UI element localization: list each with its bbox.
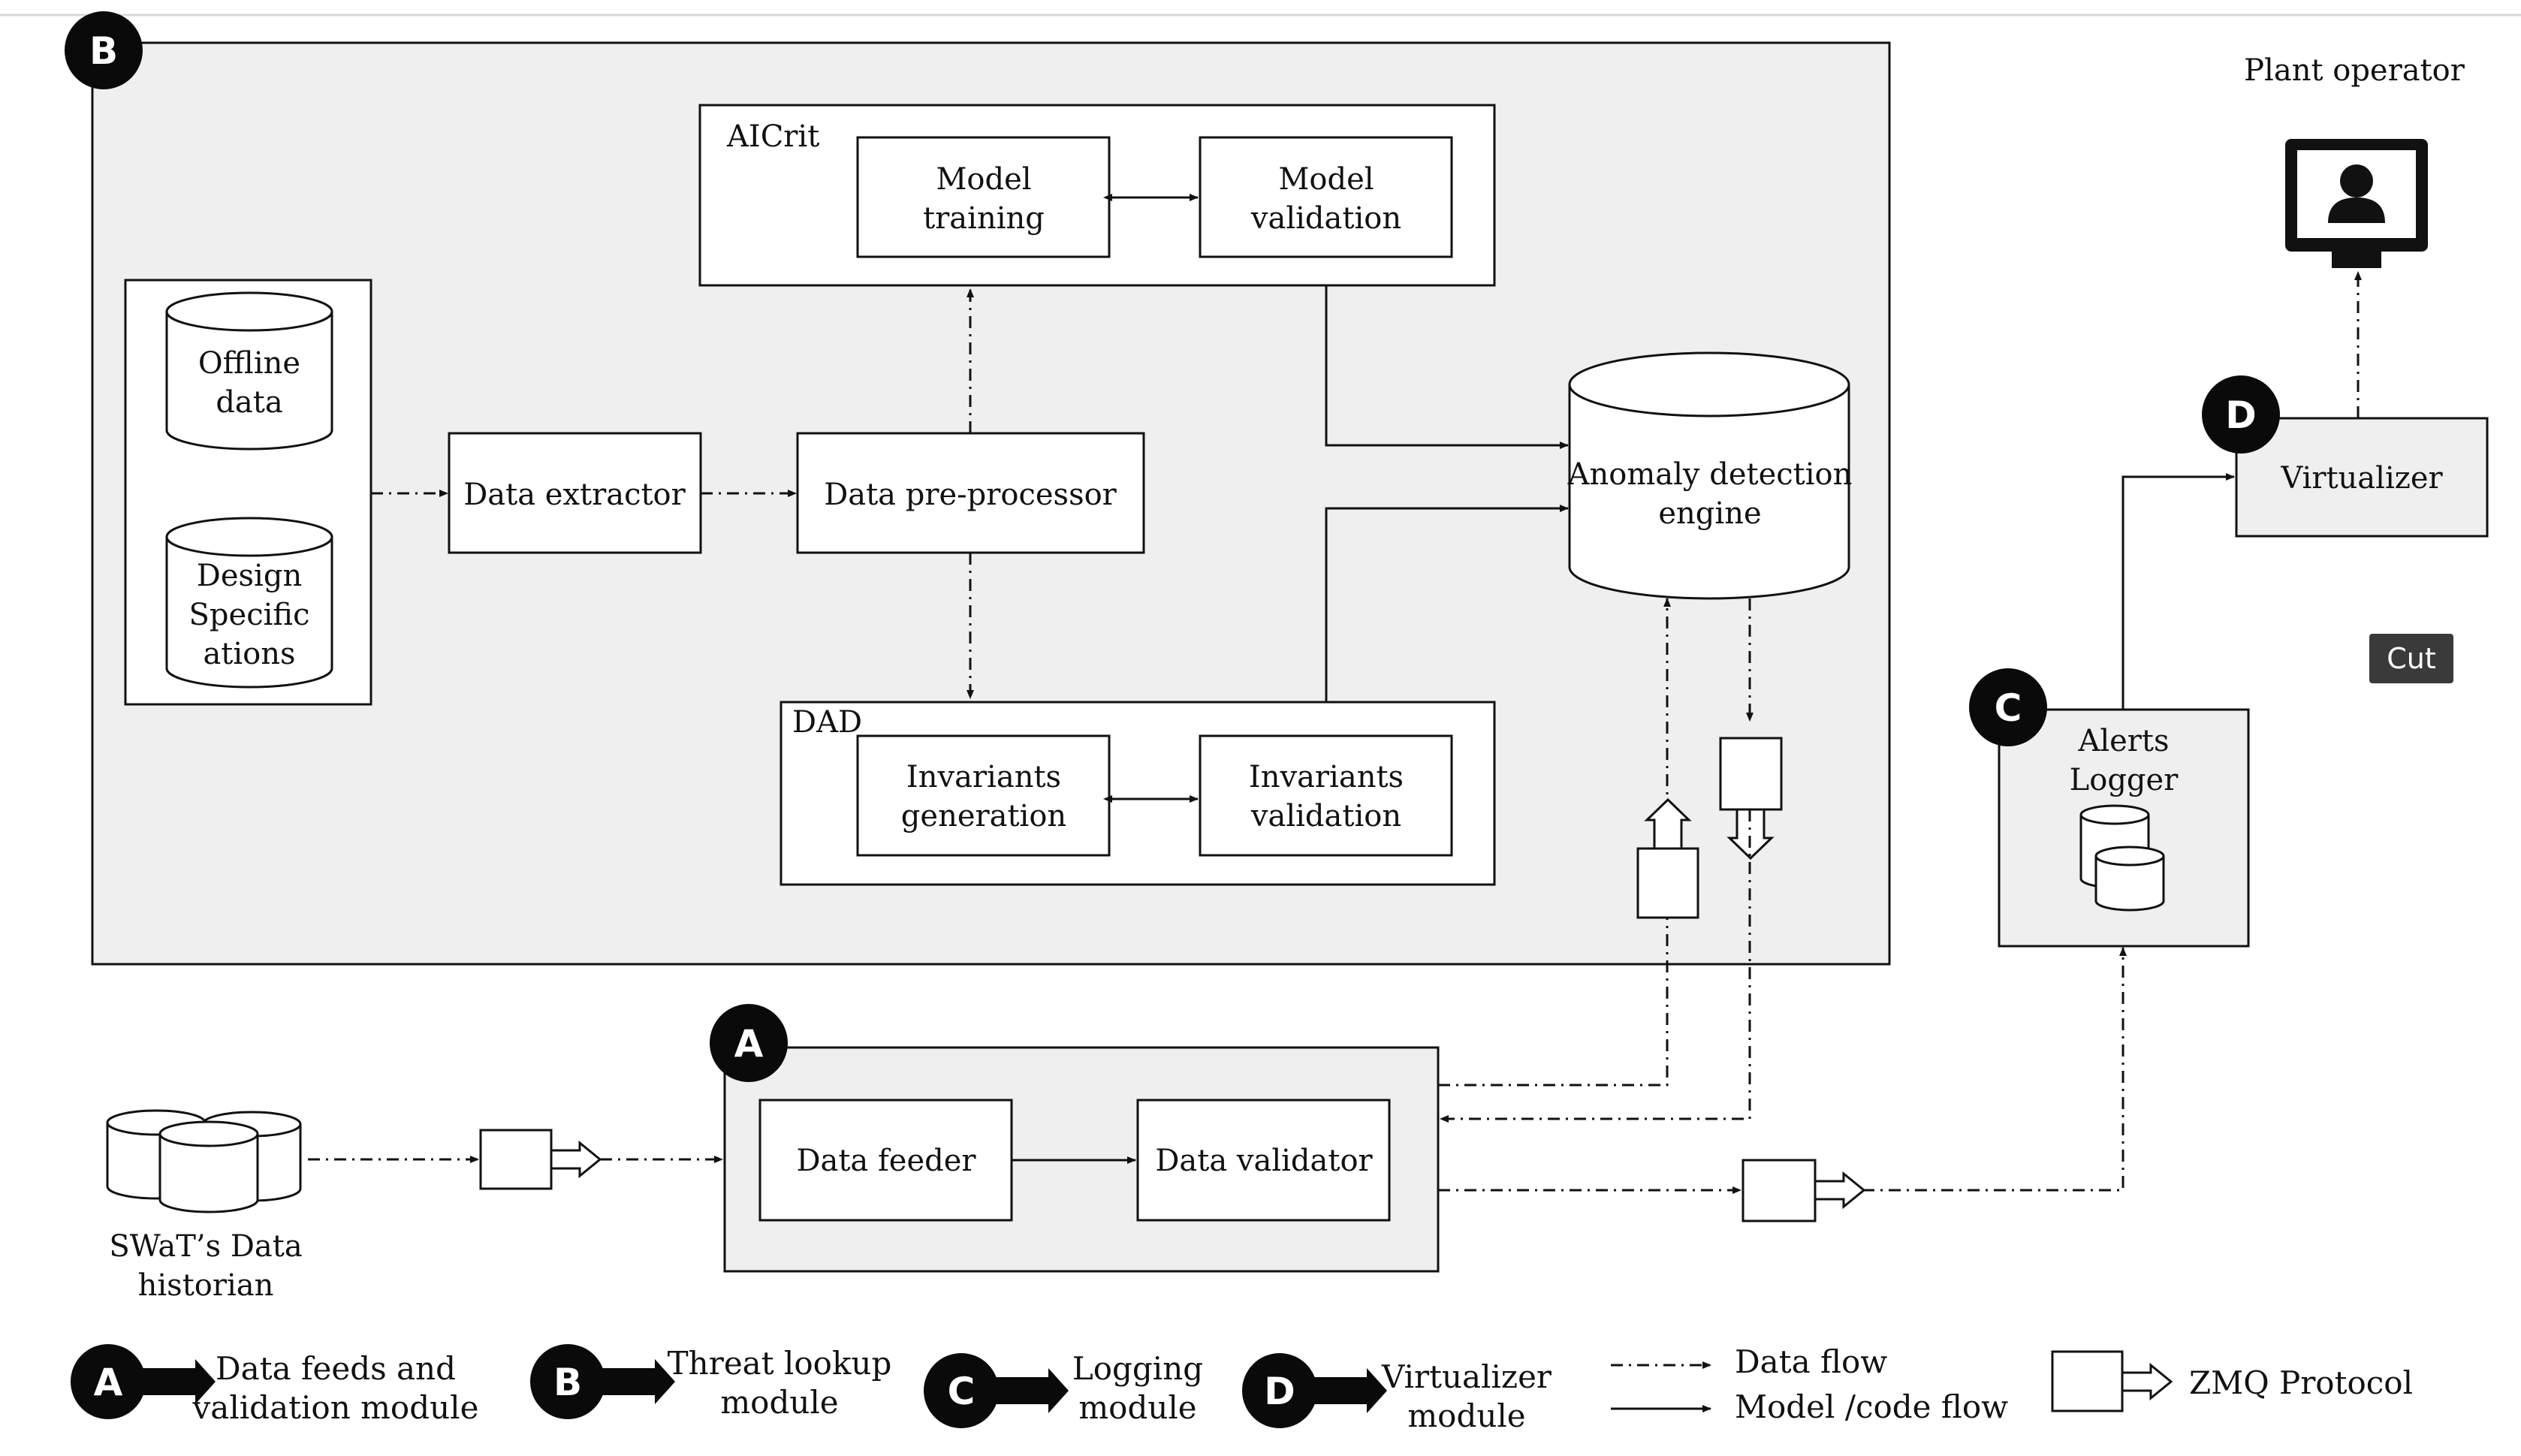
data-preprocessor-box bbox=[796, 432, 1145, 554]
invariants-generation-line2: generation bbox=[901, 799, 1066, 834]
model-training-line1: Model bbox=[936, 162, 1031, 197]
aicrit-group: AICrit Model training Model validation bbox=[698, 104, 1496, 287]
invariants-validation-line2: validation bbox=[1250, 799, 1401, 834]
invariants-generation-box bbox=[856, 734, 1111, 857]
dad-group: DAD Invariants generation Invariants val… bbox=[780, 701, 1496, 886]
historian-zmq-connector bbox=[479, 1129, 602, 1190]
legend-c-line2: module bbox=[1078, 1389, 1196, 1426]
legend-b-line1: Threat lookup bbox=[668, 1345, 892, 1382]
svg-text:A: A bbox=[94, 1361, 123, 1404]
legend-a-line2: validation module bbox=[192, 1389, 479, 1426]
svg-text:B: B bbox=[553, 1361, 582, 1404]
aicrit-to-engine-flow bbox=[1325, 285, 1569, 449]
design-specs-line3: ations bbox=[203, 637, 295, 671]
svg-text:A: A bbox=[734, 1022, 764, 1066]
legend-badge-d: D bbox=[1242, 1353, 1387, 1428]
design-specs-line1: Design bbox=[197, 559, 302, 593]
virtualizer-box bbox=[2235, 417, 2489, 538]
cut-button-label[interactable]: Cut bbox=[2387, 642, 2436, 675]
model-training-line2: training bbox=[923, 201, 1045, 236]
virtualizer-label: Virtualizer bbox=[2280, 461, 2443, 496]
design-specs-cylinder bbox=[165, 517, 333, 689]
historian-database-icon bbox=[106, 1109, 302, 1213]
cut-button[interactable]: Cut bbox=[2369, 634, 2453, 683]
logger-zmq-connector bbox=[1741, 1159, 1866, 1222]
svg-text:C: C bbox=[1995, 686, 2022, 730]
legend: A Data feeds and validation module B Thr… bbox=[71, 1343, 2413, 1434]
logger-database-icon bbox=[2079, 804, 2165, 912]
badge-a: A bbox=[710, 1004, 788, 1082]
historian-line2: historian bbox=[138, 1268, 274, 1303]
design-specs-line2: Specific bbox=[189, 598, 310, 632]
legend-badge-a: A bbox=[71, 1344, 216, 1419]
legend-zmq-icon bbox=[2051, 1350, 2173, 1412]
legend-data-flow-label: Data flow bbox=[1735, 1343, 1887, 1380]
legend-badge-c: C bbox=[924, 1353, 1069, 1428]
data-preprocessor-label: Data pre-processor bbox=[824, 478, 1117, 512]
anomaly-engine-cylinder bbox=[1568, 351, 1850, 600]
data-validator-label: Data validator bbox=[1155, 1144, 1373, 1178]
offline-data-cylinder bbox=[165, 291, 333, 451]
badge-b: B bbox=[65, 11, 143, 89]
anomaly-engine-line1: Anomaly detection bbox=[1567, 457, 1853, 492]
feeds-to-engine-flow bbox=[1438, 918, 1669, 1087]
invariants-validation-line1: Invariants bbox=[1249, 760, 1404, 794]
svg-text:D: D bbox=[2225, 393, 2257, 437]
offline-data-line2: data bbox=[216, 385, 282, 420]
dad-title: DAD bbox=[792, 705, 862, 740]
aicrit-title: AICrit bbox=[726, 119, 819, 154]
model-validation-box bbox=[1199, 136, 1453, 258]
dad-to-engine-flow bbox=[1325, 505, 1569, 702]
data-feeder-box bbox=[758, 1099, 1013, 1222]
data-extractor-label: Data extractor bbox=[463, 478, 686, 512]
engine-to-feeds-flow bbox=[1440, 809, 1751, 1123]
legend-b-line2: module bbox=[720, 1384, 838, 1421]
legend-d-line2: module bbox=[1407, 1397, 1525, 1434]
data-feeder-label: Data feeder bbox=[796, 1144, 976, 1178]
logger-to-virtualizer-flow bbox=[2121, 473, 2235, 710]
zmq-up-connector bbox=[1636, 797, 1699, 919]
legend-a-line1: Data feeds and bbox=[216, 1350, 456, 1387]
badge-d: D bbox=[2202, 375, 2280, 454]
model-validation-line1: Model bbox=[1278, 162, 1374, 197]
invariants-validation-box bbox=[1199, 734, 1453, 857]
legend-d-line1: Virtualizer bbox=[1381, 1358, 1552, 1395]
model-training-box bbox=[856, 136, 1111, 258]
plant-operator-label: Plant operator bbox=[2244, 53, 2465, 88]
model-validation-line2: validation bbox=[1250, 201, 1401, 236]
zmq-down-connector bbox=[1719, 737, 1783, 861]
legend-c-line1: Logging bbox=[1072, 1350, 1203, 1387]
svg-text:D: D bbox=[1264, 1370, 1295, 1413]
svg-text:B: B bbox=[89, 29, 118, 73]
invariants-generation-line1: Invariants bbox=[906, 760, 1061, 794]
data-validator-box bbox=[1136, 1099, 1391, 1222]
data-sources-group: Offline data Design Specific ations bbox=[124, 279, 372, 706]
data-extractor-box bbox=[448, 432, 702, 554]
legend-badge-b: B bbox=[530, 1344, 675, 1419]
svg-text:C: C bbox=[948, 1370, 976, 1413]
threat-module-flows bbox=[371, 285, 1754, 918]
historian-line1: SWaT’s Data bbox=[109, 1229, 302, 1264]
offline-data-line1: Offline bbox=[198, 346, 300, 381]
alerts-logger-line2: Logger bbox=[2070, 763, 2179, 797]
monitor-user-icon bbox=[2285, 139, 2428, 268]
anomaly-engine-line2: engine bbox=[1658, 496, 1761, 531]
legend-model-flow-label: Model /code flow bbox=[1735, 1388, 2008, 1425]
badge-c: C bbox=[1969, 668, 2047, 746]
alerts-logger-line1: Alerts bbox=[2077, 724, 2169, 758]
legend-zmq-label: ZMQ Protocol bbox=[2189, 1364, 2413, 1401]
feeds-module-flows bbox=[308, 809, 2127, 1194]
zmq-to-logger-flow bbox=[1862, 947, 2127, 1192]
